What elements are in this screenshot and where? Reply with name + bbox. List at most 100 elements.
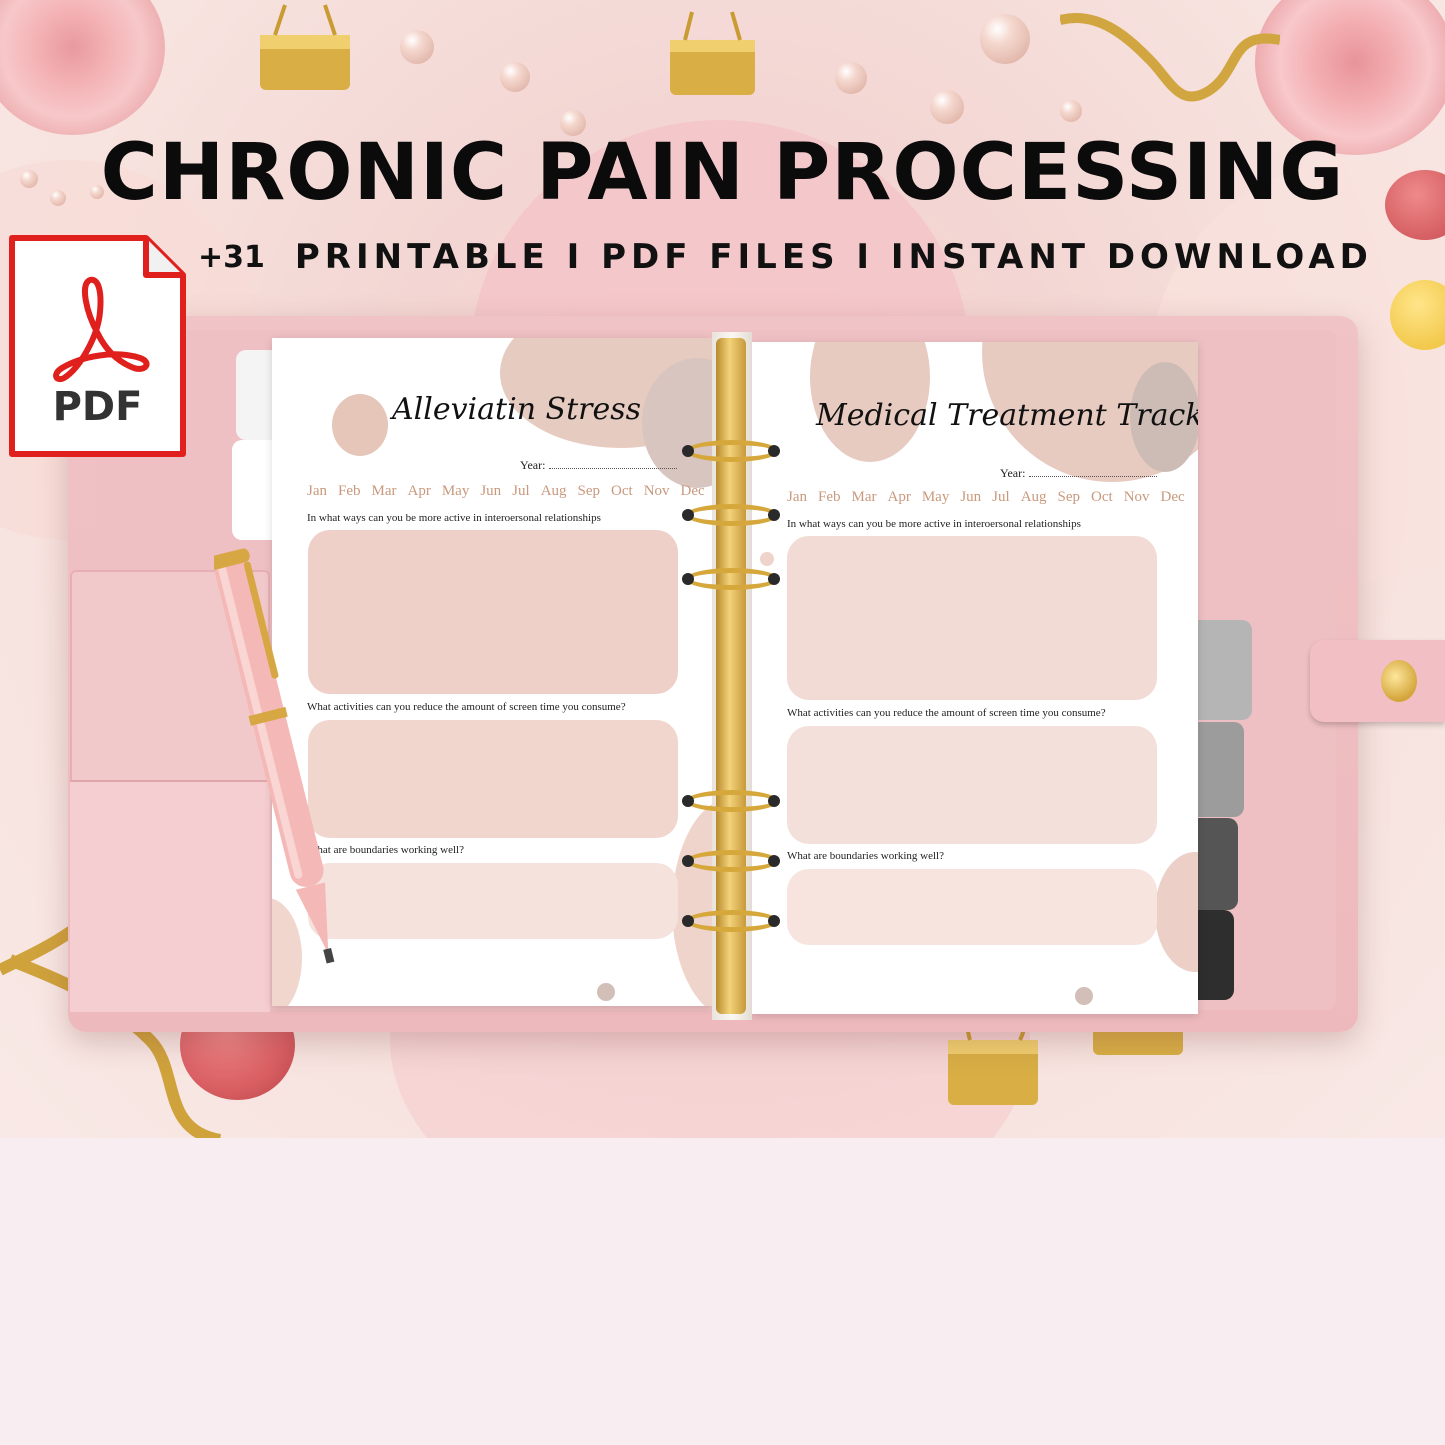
pearl-decoration	[980, 14, 1030, 64]
answer-box[interactable]	[787, 726, 1157, 844]
month-jan[interactable]: Jan	[787, 489, 807, 505]
decor-dot	[1155, 852, 1198, 972]
punch-hole	[768, 573, 780, 585]
question-text: What activities can you reduce the amoun…	[787, 707, 1106, 719]
divider-tab	[1196, 910, 1234, 1000]
binder-clip-decoration	[260, 4, 350, 90]
month-selector: Jan Feb Mar Apr May Jun Jul Aug Sep Oct Nov Dec	[307, 483, 705, 500]
binder-ring	[686, 850, 778, 872]
binder-ring	[686, 790, 778, 812]
pearl-decoration	[20, 170, 38, 188]
month-oct[interactable]: Oct	[1091, 489, 1113, 505]
decor-dot	[597, 983, 615, 1001]
month-feb[interactable]: Feb	[338, 483, 361, 499]
page-title: Medical Treatment Tracker	[816, 398, 1198, 433]
divider-tab	[1196, 722, 1244, 817]
month-dec[interactable]: Dec	[1160, 489, 1185, 505]
pearl-decoration	[50, 190, 66, 206]
binder-clip-decoration	[670, 11, 755, 95]
month-sep[interactable]: Sep	[1057, 489, 1081, 505]
punch-hole	[768, 855, 780, 867]
macaron-decoration	[1390, 280, 1445, 350]
folio-card-slot	[70, 780, 270, 1012]
month-may[interactable]: May	[921, 489, 950, 505]
planner-page-right: Medical Treatment Tracker Year: Jan Feb Ma…	[750, 342, 1198, 1014]
decor-dot	[760, 552, 774, 566]
question-text: In what ways can you be more active in i…	[307, 512, 601, 524]
month-apr[interactable]: Apr	[887, 489, 911, 505]
binder-ring	[686, 910, 778, 932]
binder-ring	[686, 504, 778, 526]
year-label: Year:	[520, 458, 546, 472]
year-label: Year:	[1000, 466, 1026, 480]
month-mar[interactable]: Mar	[371, 483, 397, 499]
answer-box[interactable]	[308, 720, 678, 838]
decor-dot	[1130, 362, 1198, 472]
month-feb[interactable]: Feb	[818, 489, 841, 505]
divider-tab	[1196, 818, 1238, 910]
macaron-decoration	[1385, 170, 1445, 240]
divider-tab	[232, 440, 276, 540]
month-jun[interactable]: Jun	[960, 489, 982, 505]
answer-box[interactable]	[787, 536, 1157, 700]
pen-decoration	[214, 548, 335, 964]
divider-tab	[236, 350, 276, 440]
answer-box[interactable]	[308, 530, 678, 694]
question-text: What are boundaries working well?	[787, 850, 944, 862]
pearl-decoration	[560, 110, 586, 136]
snap-button-icon[interactable]	[1381, 660, 1417, 702]
punch-hole	[768, 795, 780, 807]
month-aug[interactable]: Aug	[540, 483, 567, 499]
answer-box[interactable]	[308, 863, 678, 939]
month-dec[interactable]: Dec	[680, 483, 705, 499]
binder-ring	[686, 440, 778, 462]
rose-decoration	[0, 0, 165, 135]
month-selector: Jan Feb Mar Apr May Jun Jul Aug Sep Oct Nov Dec	[787, 489, 1185, 506]
rose-decoration	[1255, 0, 1445, 155]
page-title: Alleviatin Stress	[392, 392, 642, 427]
month-nov[interactable]: Nov	[1123, 489, 1150, 505]
divider-tab	[1196, 620, 1252, 720]
count-badge: +31	[198, 239, 265, 275]
pdf-label: PDF	[52, 384, 143, 430]
month-mar[interactable]: Mar	[851, 489, 877, 505]
month-apr[interactable]: Apr	[407, 483, 431, 499]
month-oct[interactable]: Oct	[611, 483, 633, 499]
answer-box[interactable]	[787, 869, 1157, 945]
decor-dot	[332, 394, 388, 456]
binder-clip-decoration	[948, 1002, 1038, 1105]
month-jun[interactable]: Jun	[480, 483, 502, 499]
punch-hole	[682, 915, 694, 927]
year-field[interactable]: Year:	[520, 458, 678, 473]
ribbon-decoration	[1060, 13, 1280, 102]
month-jul[interactable]: Jul	[512, 483, 530, 499]
punch-hole	[768, 915, 780, 927]
punch-hole	[768, 509, 780, 521]
month-jan[interactable]: Jan	[307, 483, 327, 499]
pearl-decoration	[90, 185, 104, 199]
year-field[interactable]: Year:	[1000, 466, 1158, 481]
main-title: CHRONIC PAIN PROCESSING	[100, 128, 1345, 218]
question-text: What are boundaries working well?	[307, 844, 464, 856]
binder-ring	[686, 568, 778, 590]
pearl-decoration	[500, 62, 530, 92]
month-sep[interactable]: Sep	[577, 483, 601, 499]
pearl-decoration	[835, 62, 867, 94]
pearl-decoration	[1060, 100, 1082, 122]
punch-hole	[768, 445, 780, 457]
punch-hole	[682, 573, 694, 585]
punch-hole	[682, 509, 694, 521]
pearl-decoration	[930, 90, 964, 124]
punch-hole	[682, 855, 694, 867]
month-may[interactable]: May	[441, 483, 470, 499]
product-mockup-scene: CHRONIC PAIN PROCESSING +31 PRINTABLE I …	[0, 0, 1445, 1138]
question-text: What activities can you reduce the amoun…	[307, 701, 626, 713]
month-nov[interactable]: Nov	[643, 483, 670, 499]
pdf-file-icon	[9, 235, 186, 457]
month-jul[interactable]: Jul	[992, 489, 1010, 505]
month-aug[interactable]: Aug	[1020, 489, 1047, 505]
folio-clasp[interactable]	[1310, 640, 1445, 722]
decor-dot	[672, 798, 712, 1006]
punch-hole	[682, 795, 694, 807]
